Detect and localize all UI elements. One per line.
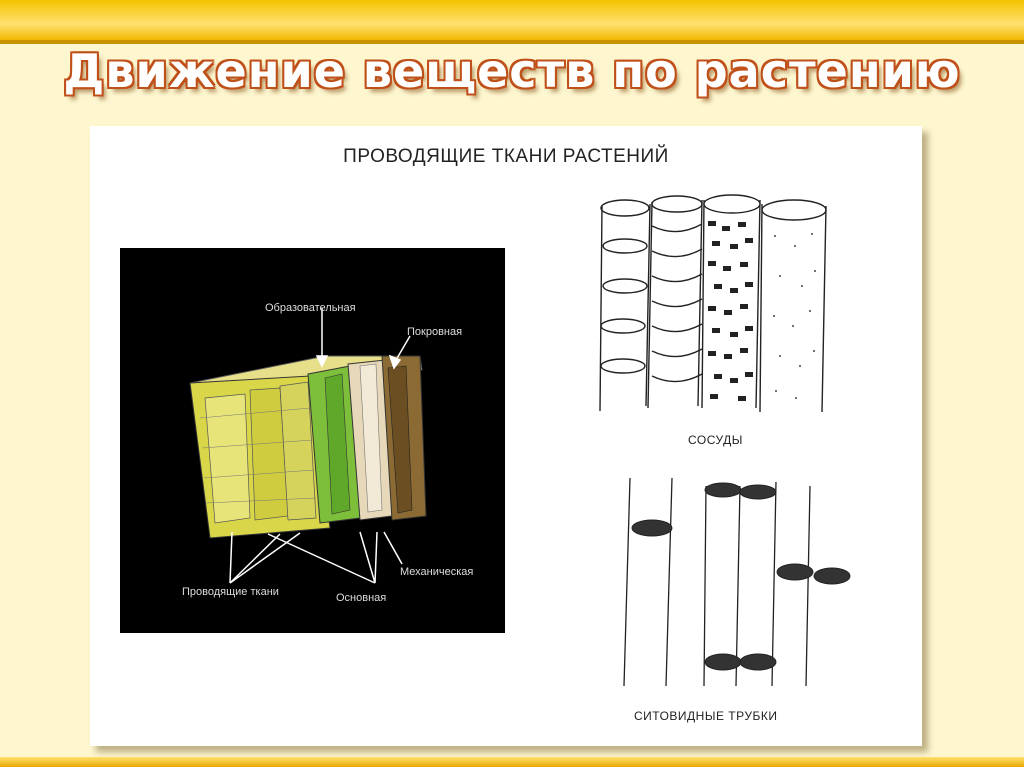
vessels-caption: СОСУДЫ: [688, 433, 743, 447]
tissue-block-drawing: [189, 308, 427, 584]
label-pokrovnaya: Покровная: [407, 326, 463, 338]
sieve-tubes-caption: СИТОВИДНЫЕ ТРУБКИ: [634, 709, 778, 723]
slide-title: Движение веществ по растению: [63, 44, 961, 98]
figure-panel: ПРОВОДЯЩИЕ ТКАНИ РАСТЕНИЙ: [90, 126, 922, 746]
label-mekhanicheskaya: Механическая: [400, 566, 474, 578]
figure-heading: ПРОВОДЯЩИЕ ТКАНИ РАСТЕНИЙ: [343, 146, 669, 167]
top-decor-bar: [0, 0, 1024, 44]
label-osnovnaya: Основная: [336, 592, 387, 604]
bottom-decor-bar: [0, 757, 1024, 767]
label-obrazovatelnaya: Образовательная: [265, 302, 356, 314]
label-provodyashchie: Проводящие ткани: [182, 586, 279, 598]
tissue-block-illustration: Образовательная Покровная Проводящие тка…: [120, 248, 505, 633]
